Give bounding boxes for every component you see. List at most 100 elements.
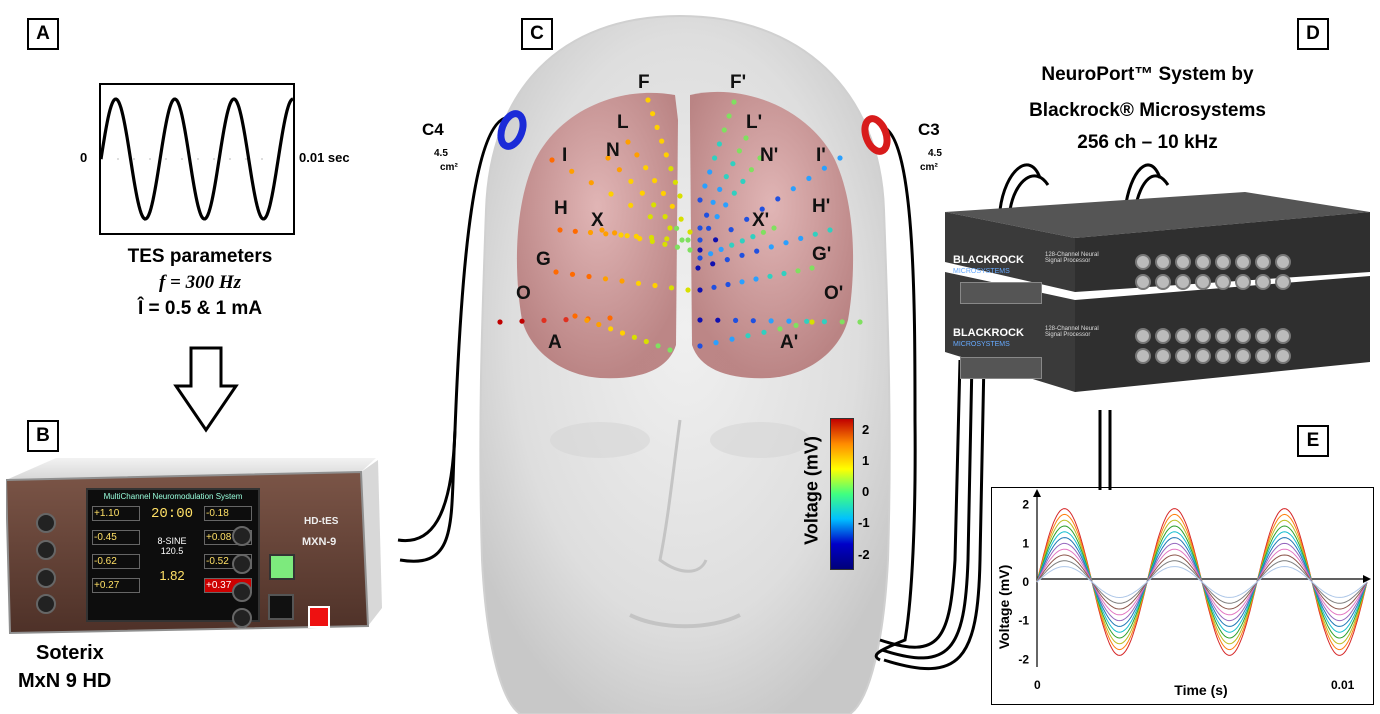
c4-unit: cm² [440, 162, 458, 173]
electrode-contact [664, 152, 669, 157]
electrode-contact [719, 247, 724, 252]
electrode-contact [673, 180, 678, 185]
bnc-connector-icon [1275, 254, 1291, 270]
electrode-contact [589, 180, 594, 185]
electrode-contact [617, 167, 622, 172]
electrode-contact [715, 318, 720, 323]
electrode-contact [753, 276, 758, 281]
bnc-connector-icon [1235, 328, 1251, 344]
electrode-contact [625, 233, 630, 238]
electrode-contact [713, 237, 718, 242]
electrode-contact [743, 135, 748, 140]
electrode-contact [612, 230, 617, 235]
electrode-contact [744, 217, 749, 222]
chart-ylabel: Voltage (mV) [996, 565, 1012, 650]
electrode-contact [722, 127, 727, 132]
electrode-contact [707, 169, 712, 174]
electrode-contact [806, 176, 811, 181]
bnc-connector-icon [1175, 328, 1191, 344]
electrode-contact [715, 214, 720, 219]
colorbar-tick: -1 [858, 515, 870, 530]
electrode-contact [702, 183, 707, 188]
electrode-contact [667, 347, 672, 352]
electrode-contact [795, 268, 800, 273]
electrode-contact [777, 326, 782, 331]
x-tick-0: 0 [1034, 678, 1041, 692]
electrode-contact [708, 251, 713, 256]
electrode-contact [664, 236, 669, 241]
y-tick-label: 2 [1022, 498, 1029, 512]
electrode-contact [727, 113, 732, 118]
electrode-label-n: N [606, 140, 620, 162]
bnc-connector-icon [1275, 328, 1291, 344]
x-tick-end: 0.01 [1331, 678, 1355, 692]
electrode-label-a: A [548, 332, 562, 354]
electrode-contact [659, 139, 664, 144]
electrode-contact [541, 318, 546, 323]
electrode-contact [549, 157, 554, 162]
electrode-contact [783, 240, 788, 245]
electrode-contact [603, 276, 608, 281]
electrode-contact [749, 167, 754, 172]
blackrock-desc-top: 128-Channel Neural Signal Processor [1045, 252, 1105, 264]
electrode-contact [632, 335, 637, 340]
c4-label: C4 [422, 120, 444, 140]
electrode-contact [553, 269, 558, 274]
electrode-contact [732, 191, 737, 196]
electrode-contact [643, 165, 648, 170]
voltage-time-chart: Voltage (mV) Time (s) 0 0.01 210-1-2 [991, 487, 1374, 705]
electrode-label-g: G [536, 249, 551, 271]
electrode-contact [725, 282, 730, 287]
blackrock-sub-top: MICROSYSTEMS [953, 268, 1010, 275]
electrode-contact [713, 340, 718, 345]
electrode-contact [668, 166, 673, 171]
electrode-contact [687, 229, 692, 234]
electrode-label-h-prime: H' [812, 196, 830, 218]
electrode-contact [670, 204, 675, 209]
bnc-connector-icon [1255, 274, 1271, 290]
blackrock-system: BLACKROCK MICROSYSTEMS BLACKROCK MICROSY… [945, 192, 1370, 402]
electrode-contact [679, 237, 684, 242]
electrode-contact [675, 245, 680, 250]
electrode-contact [813, 232, 818, 237]
electrode-contact [569, 169, 574, 174]
neuroport-title-line3: 256 ch – 10 kHz [985, 132, 1310, 154]
colorbar-tick: -2 [858, 547, 870, 562]
electrode-contact [771, 225, 776, 230]
electrode-contact [636, 281, 641, 286]
electrode-contact [650, 111, 655, 116]
bnc-connector-icon [1215, 274, 1231, 290]
y-tick-label: -2 [1018, 652, 1029, 666]
electrode-contact [652, 178, 657, 183]
electrode-contact [648, 214, 653, 219]
electrode-contact [775, 196, 780, 201]
colorbar-tick: 1 [862, 453, 869, 468]
electrode-contact [745, 333, 750, 338]
electrode-contact [572, 313, 577, 318]
electrode-contact [857, 319, 862, 324]
bnc-connector-icon [1255, 254, 1271, 270]
electrode-contact [603, 231, 608, 236]
electrode-contact [740, 179, 745, 184]
electrode-contact [655, 125, 660, 130]
colorbar-tick: 0 [862, 484, 869, 499]
electrode-contact [651, 202, 656, 207]
electrode-label-n-prime: N' [760, 145, 778, 167]
bnc-connector-icon [1215, 328, 1231, 344]
electrode-contact [798, 236, 803, 241]
electrode-contact [674, 226, 679, 231]
bnc-connector-icon [1195, 274, 1211, 290]
electrode-contact [793, 323, 798, 328]
bnc-connector-icon [1235, 254, 1251, 270]
electrode-contact [751, 318, 756, 323]
neuroport-title-line2: Blackrock® Microsystems [985, 100, 1310, 122]
blackrock-desc-bottom: 128-Channel Neural Signal Processor [1045, 326, 1105, 338]
electrode-contact [754, 249, 759, 254]
electrode-contact [717, 141, 722, 146]
bnc-connector-icon [1195, 328, 1211, 344]
bnc-connector-icon [1175, 348, 1191, 364]
electrode-contact [822, 319, 827, 324]
y-tick-label: 0 [1022, 575, 1029, 589]
electrode-contact [791, 186, 796, 191]
electrode-contact [731, 99, 736, 104]
